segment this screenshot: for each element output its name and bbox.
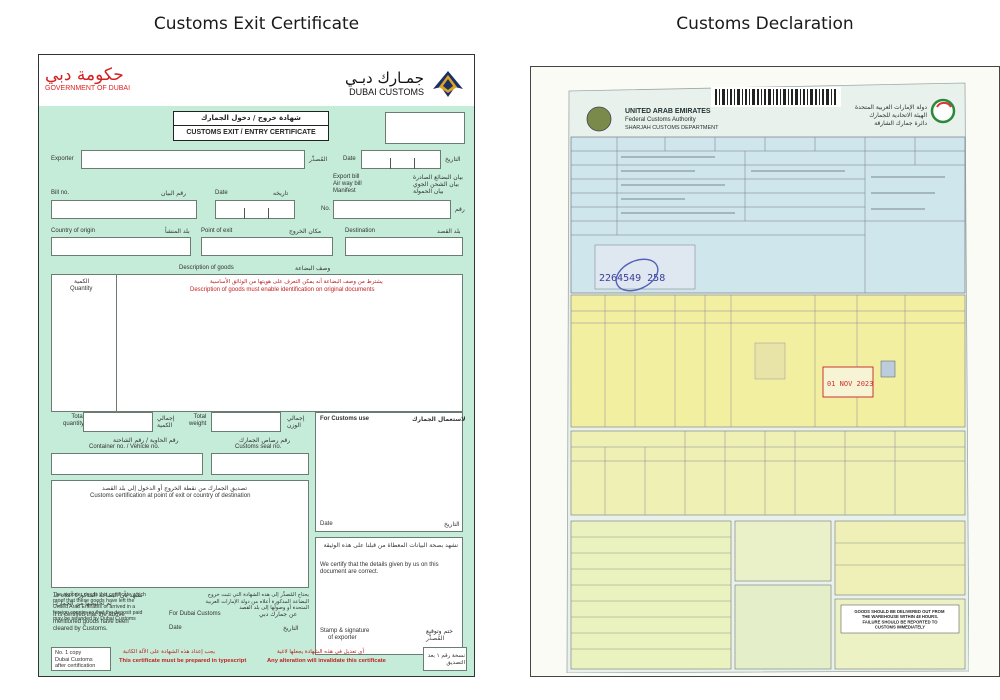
customs-exit-certificate-form: حكومة دبي GOVERNMENT OF DUBAI جمـارك دبـ…	[38, 54, 475, 677]
svg-text:GOODS SHOULD BE DELIVERED OUT: GOODS SHOULD BE DELIVERED OUT FROM THE W…	[854, 609, 945, 630]
destination-label-ar: بلد القصد	[437, 228, 461, 235]
dubai-customs-emblem-icon	[433, 71, 463, 97]
we-certify-note: We certify that the details given by us …	[320, 562, 439, 575]
customs-certification-box[interactable]: تصديق الجمارك من نقطة الخروج أو الدخول إ…	[51, 480, 309, 588]
quantity-label-ar: الكمية	[74, 278, 90, 285]
country-of-origin-label-ar: بلد المنشأ	[165, 228, 190, 235]
svg-text:SHARJAH CUSTOMS DEPARTMENT: SHARJAH CUSTOMS DEPARTMENT	[625, 125, 719, 131]
exporter-field[interactable]	[81, 150, 305, 169]
certificate-green-body: شهادة خروج / دخول الجمارك CUSTOMS EXIT /…	[39, 106, 474, 676]
country-of-origin-label: Country of origin	[51, 228, 96, 234]
total-weight-field[interactable]	[211, 412, 281, 432]
alteration-note: Any alteration will invalidate this cert…	[267, 658, 386, 664]
customs-certification-label-ar: تصديق الجمارك من نقطة الخروج أو الدخول إ…	[102, 485, 248, 492]
no-field[interactable]	[333, 200, 451, 219]
customs-seal-label: Customs seal no.	[235, 444, 282, 450]
total-weight-label-ar: إجمالي الوزن	[287, 415, 305, 429]
bill-no-label: Bill no.	[51, 190, 70, 196]
copy-number-box-ar: نسخة رقم ١ بعد التصديق	[423, 647, 467, 671]
no-label: No.	[321, 206, 331, 212]
barcode-icon	[711, 87, 841, 107]
customs-seal-field[interactable]	[211, 453, 309, 475]
for-dubai-customs-label-ar: عن جمارك دبي	[259, 611, 298, 618]
bill-date-field[interactable]	[215, 200, 295, 219]
stamp-signature-label: Stamp & signature of exporter	[320, 628, 370, 641]
date-label-ar: التاريخ	[445, 156, 461, 163]
description-note-ar: يشترط من وصف البضاعة أنه يمكن التعرف على…	[210, 279, 383, 285]
customs-seal-label-ar: رقم رصاص الجمارك	[239, 437, 291, 444]
notice-line: FAILURE SHOULD BE REPORTED TO	[862, 619, 938, 624]
blue-stamp-icon	[615, 258, 659, 292]
alteration-note-ar: أي تعديل في هذه الشهادة يجعلها لاغية	[277, 649, 365, 655]
description-note: Description of goods must enable identif…	[190, 287, 375, 293]
svg-text:01 NOV 2023: 01 NOV 2023	[827, 380, 873, 388]
customs-use-date-label-ar: التاريخ	[444, 521, 460, 528]
customs-declaration-document: UNITED ARAB EMIRATES Federal Customs Aut…	[530, 66, 1000, 677]
svg-text:دولة الإمارات العربية المتحدة: دولة الإمارات العربية المتحدة	[855, 104, 927, 111]
date-field[interactable]	[361, 150, 441, 169]
exporter-label-ar: المُصدِّر	[309, 156, 328, 163]
typescript-note: This certificate must be prepared in typ…	[119, 658, 247, 664]
cleared-note: It is certified that the above mentioned…	[53, 612, 129, 632]
svg-text:UNITED ARAB EMIRATES: UNITED ARAB EMIRATES	[625, 108, 711, 115]
country-of-origin-field[interactable]	[51, 237, 191, 256]
exporter-label: Exporter	[51, 156, 74, 162]
notice-line: CUSTOMS IMMEDIATELY	[875, 625, 925, 630]
point-of-exit-field[interactable]	[201, 237, 333, 256]
description-of-goods-label-ar: وصف البضاعة	[295, 265, 331, 272]
bill-date-label: Date	[215, 190, 228, 196]
export-bill-labels: Export bill Air way bill Manifest	[333, 174, 362, 194]
bill-no-field[interactable]	[51, 200, 197, 219]
container-no-field[interactable]	[51, 453, 203, 475]
svg-text:الهيئة الاتحادية للجمارك: الهيئة الاتحادية للجمارك	[869, 112, 927, 119]
dubai-customs-name: جمـارك دبـي DUBAI CUSTOMS	[344, 69, 424, 97]
customs-use-date-label: Date	[320, 521, 333, 527]
exporter-needs-note: The exporter needs this certificate whic…	[53, 592, 146, 622]
for-customs-use-label: For Customs use	[320, 416, 370, 422]
for-customs-use-box[interactable]: For Customs use لاستعمال الجمارك Date ال…	[315, 412, 466, 532]
bill-date-label-ar: تاريخه	[273, 190, 289, 197]
government-of-dubai-logo: حكومة دبي GOVERNMENT OF DUBAI	[45, 65, 131, 92]
description-of-goods-label: Description of goods	[179, 265, 234, 271]
we-certify-note-ar: نشهد بصحة البيانات المعطاة من قبلنا على …	[323, 542, 458, 549]
quantity-label: Quantity	[70, 286, 93, 292]
customs-declaration-heading: Customs Declaration	[676, 14, 854, 34]
container-no-label: Container no. / Vehicle no.	[89, 444, 160, 450]
for-customs-use-label-ar: لاستعمال الجمارك	[412, 416, 466, 423]
customs-exit-certificate-heading: Customs Exit Certificate	[153, 14, 360, 34]
total-quantity-label: Total quantity	[63, 414, 85, 427]
for-dubai-customs-label: For Dubai Customs	[169, 611, 221, 617]
exporter-needs-note-ar: يحتاج المُصدِّر إلى هذه الشهادة التي تثب…	[205, 592, 309, 611]
svg-text:2264549 258: 2264549 258	[599, 273, 665, 284]
svg-text:Federal Customs Authority: Federal Customs Authority	[625, 117, 696, 123]
container-no-label-ar: رقم الحاوية / رقم الشاحنة	[113, 437, 179, 444]
destination-field[interactable]	[345, 237, 463, 256]
exporter-declaration-box[interactable]: نشهد بصحة البيانات المعطاة من قبلنا على …	[315, 537, 463, 655]
declaration-scan: UNITED ARAB EMIRATES Federal Customs Aut…	[566, 82, 969, 673]
total-weight-label: Total weight	[189, 414, 207, 427]
serial-number-box[interactable]	[385, 112, 465, 144]
dubai-customs-date-label-ar: التاريخ	[283, 625, 299, 632]
dubai-customs-date-label: Date	[169, 625, 182, 631]
total-quantity-label-ar: إجمالي الكمية	[157, 415, 175, 429]
destination-label: Destination	[345, 228, 376, 234]
description-of-goods-area[interactable]: الكمية Quantity يشترط من وصف البضاعة أنه…	[51, 274, 463, 412]
no-label-ar: رقم	[455, 206, 465, 213]
certificate-title: شهادة خروج / دخول الجمارك CUSTOMS EXIT /…	[173, 111, 329, 141]
uae-emblem-icon	[586, 106, 612, 132]
export-bill-labels-ar: بيان البضائع الصادرة بيان الشحن الجوي بي…	[413, 174, 463, 195]
point-of-exit-label-ar: مكان الخروج	[289, 228, 322, 235]
typescript-note-ar: يجب إعداد هذه الشهادة على الآلة الكاتبة	[123, 649, 215, 655]
bill-no-label-ar: رقم البيان	[161, 190, 187, 197]
total-quantity-field[interactable]	[83, 412, 153, 432]
copy-number-box: No. 1 copy Dubai Customs after certifica…	[51, 647, 111, 671]
stamp-signature-label-ar: ختم وتوقيع المُصدِّر	[426, 628, 453, 642]
cleared-note-ar: نشهد بأن البضاعة المذكورة أعلاه قد تم تخ…	[53, 592, 143, 607]
notice-line: THE WAREHOUSE WITHIN 48 HOURS.	[862, 614, 938, 619]
svg-text:دائرة جمارك الشارقة: دائرة جمارك الشارقة	[874, 120, 927, 127]
customs-certification-label: Customs certification at point of exit o…	[90, 493, 251, 499]
point-of-exit-label: Point of exit	[201, 228, 233, 234]
date-label: Date	[343, 156, 356, 162]
